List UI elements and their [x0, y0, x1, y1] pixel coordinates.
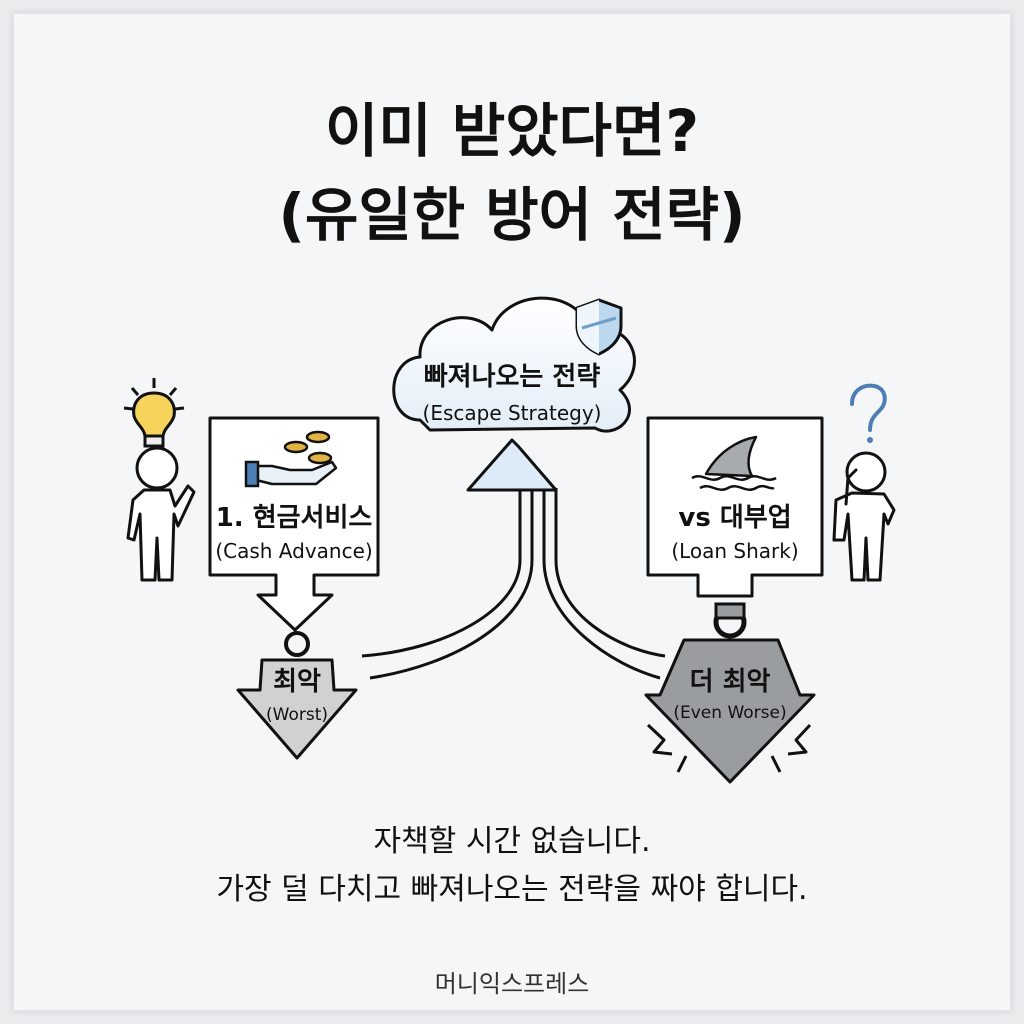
worst-sublabel: (Worst) [266, 705, 328, 725]
loan-shark-box [646, 416, 824, 598]
escape-label: 빠져나오는 전략 [424, 362, 601, 392]
cloud-icon [392, 296, 636, 433]
question-mark-icon [850, 383, 887, 443]
cash-advance-sublabel: (Cash Advance) [215, 539, 372, 563]
page-title-line2: (유일한 방어 전략) [278, 181, 746, 249]
even-worse-label: 더 최악 [690, 667, 771, 697]
lightbulb-icon [123, 378, 185, 448]
message-line2: 가장 덜 다치고 빠져나오는 전략을 짜야 합니다. [216, 872, 808, 907]
person-right [832, 451, 896, 582]
person-left [126, 446, 196, 582]
brand-name: 머니익스프레스 [434, 970, 590, 998]
shark-fin-icon [691, 435, 777, 491]
shield-icon [575, 298, 623, 356]
page-title-line1: 이미 받았다면? [325, 97, 699, 165]
coins-hand-icon [244, 430, 338, 488]
even-worse-sublabel: (Even Worse) [673, 703, 786, 723]
cash-advance-label: 1. 현금서비스 [216, 503, 373, 533]
loan-shark-label: vs 대부업 [678, 503, 791, 533]
weight-worst [236, 631, 358, 760]
escape-arrow [361, 438, 666, 680]
message-line1: 자책할 시간 없습니다. [373, 824, 651, 859]
worst-label: 최악 [273, 667, 321, 697]
escape-sublabel: (Escape Strategy) [423, 401, 602, 425]
loan-shark-sublabel: (Loan Shark) [671, 539, 798, 563]
weight-even-worse [644, 602, 816, 784]
